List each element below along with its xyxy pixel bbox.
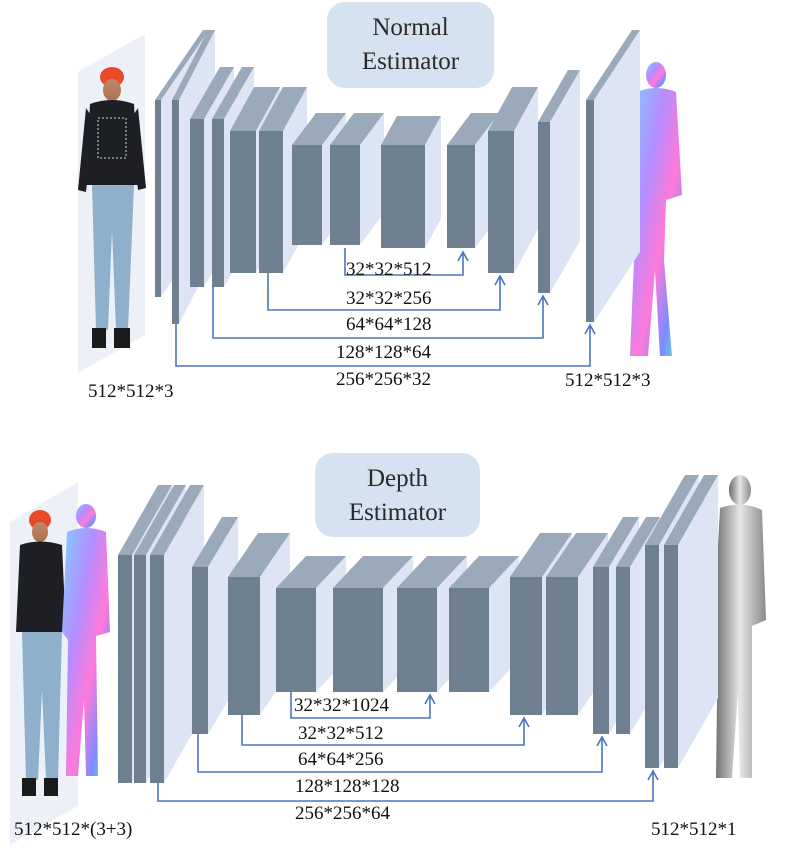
layer-block-8 [330, 113, 384, 245]
layer-block-11 [488, 87, 538, 273]
normal-output-size-label: 512*512*3 [565, 370, 651, 391]
depth-estimator-title-line2: Estimator [348, 499, 447, 526]
depth-skip-label-2: 32*32*512 [298, 723, 384, 744]
depth-input-size-label: 512*512*(3+3) [14, 819, 133, 840]
normal-skip-label-4: 128*128*64 [336, 342, 431, 363]
skip-3 [197, 734, 608, 773]
skip-3 [212, 287, 549, 339]
skip-2 [241, 715, 530, 746]
depth-estimator-blocks [118, 475, 718, 783]
normal-estimator-title: Normal Estimator [327, 2, 494, 88]
normal-map-input [62, 504, 110, 776]
layer-block-bottleneck [381, 145, 425, 248]
layer-block-15 [664, 475, 718, 768]
bottleneck-side [425, 116, 441, 248]
skip-1 [290, 692, 436, 719]
normal-skip-label-5: 256*256*32 [336, 369, 431, 390]
normal-input-size-label: 512*512*3 [88, 381, 174, 402]
normal-estimator-title-line2: Estimator [361, 48, 460, 75]
normal-estimator-title-line1: Normal [372, 14, 449, 41]
depth-output-size-label: 512*512*1 [651, 819, 737, 840]
input-photo-panel [78, 34, 146, 373]
input-photo-panel-depth [10, 482, 110, 845]
depth-map-output [714, 475, 766, 778]
normal-estimator-skip-connections [175, 248, 596, 367]
normal-skip-label-2: 32*32*256 [346, 288, 432, 309]
normal-skip-label-3: 64*64*128 [346, 314, 432, 335]
skip-2 [267, 273, 506, 311]
layer-block-9 [449, 556, 519, 692]
layer-block-12 [538, 70, 580, 293]
depth-skip-label-3: 64*64*256 [298, 749, 384, 770]
normal-estimator-blocks [155, 30, 640, 324]
person-photo [78, 67, 146, 348]
layer-block-13 [586, 30, 640, 322]
depth-skip-label-1: 32*32*1024 [294, 695, 389, 716]
depth-skip-label-4: 128*128*128 [295, 776, 400, 797]
normal-skip-label-1: 32*32*512 [346, 259, 432, 280]
skip-4 [175, 323, 596, 367]
depth-estimator-title-line1: Depth [366, 465, 429, 492]
depth-estimator-title: Depth Estimator [315, 453, 480, 537]
bottleneck-top [381, 116, 441, 145]
person-photo-depth [16, 510, 66, 796]
skip-1 [344, 248, 469, 276]
skip-4 [157, 769, 659, 802]
depth-skip-label-5: 256*256*64 [295, 803, 390, 824]
normal-map-output [628, 62, 682, 356]
depth-estimator-skip-connections [157, 692, 659, 802]
